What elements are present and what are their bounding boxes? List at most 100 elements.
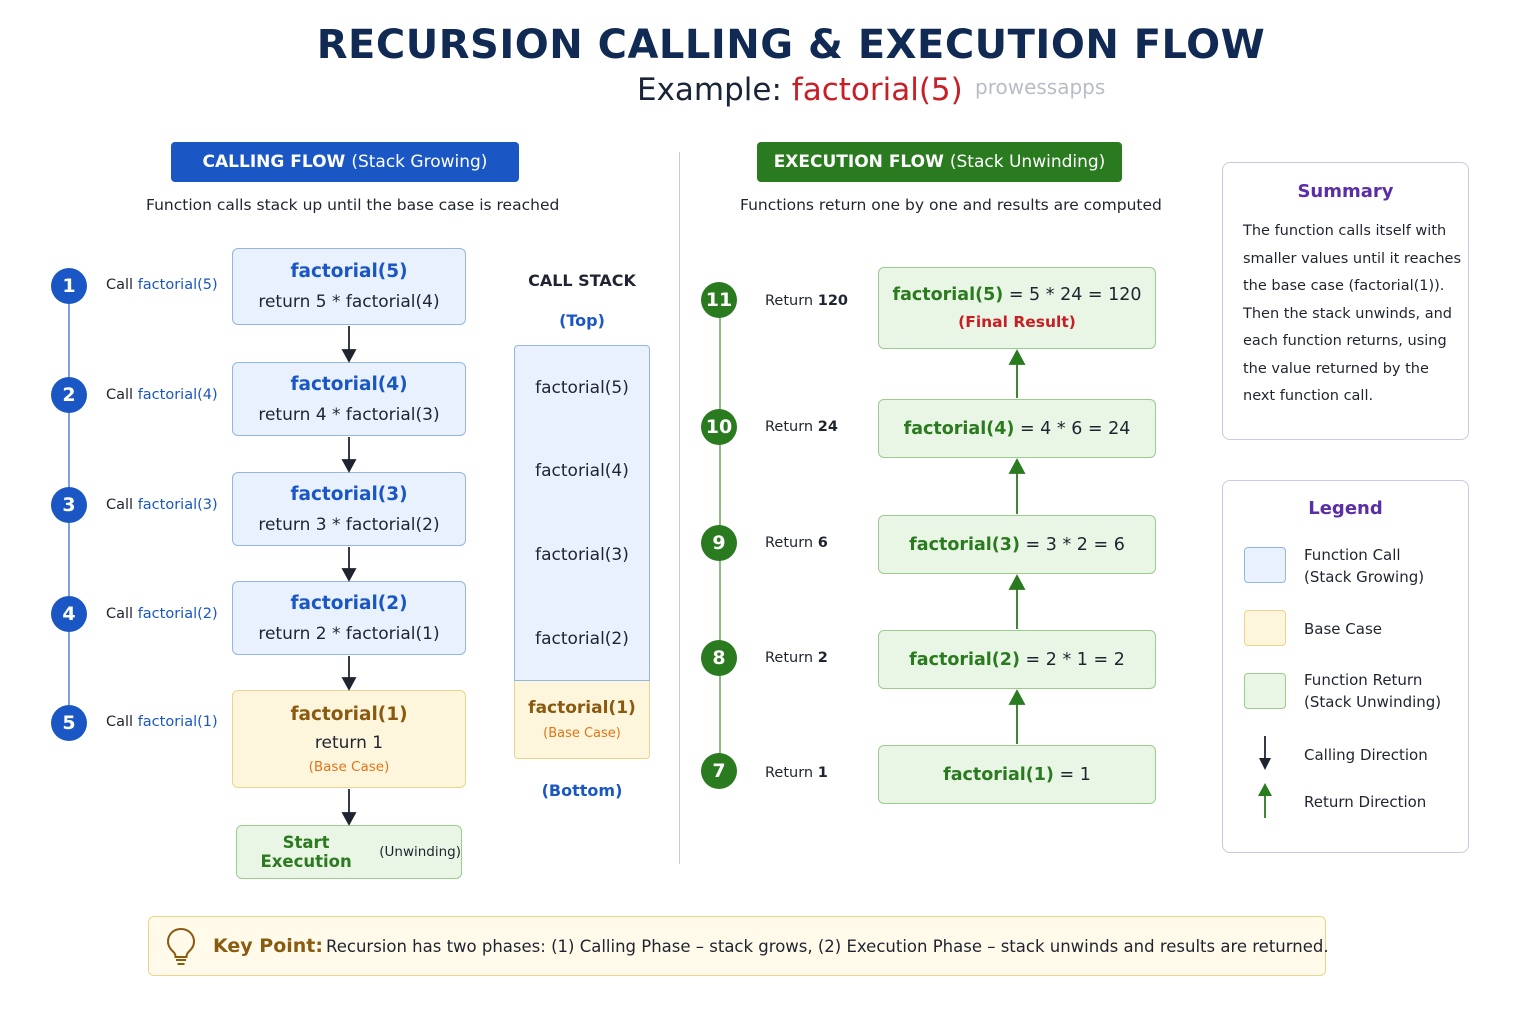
down-arrow-head xyxy=(341,812,357,826)
return-fn: factorial(4) xyxy=(903,418,1015,439)
down-arrow-head xyxy=(341,459,357,473)
call-label: Call factorial(2) xyxy=(106,606,218,622)
summary-line: next function call. xyxy=(1243,388,1374,404)
execution-flow-header-label: EXECUTION FLOW xyxy=(773,152,944,172)
return-expression: factorial(3) = 3 * 2 = 6 xyxy=(909,535,1125,555)
step-circle: 8 xyxy=(701,640,737,676)
call-stack-top-label: (Top) xyxy=(559,311,605,330)
legend-direction-arrows xyxy=(1258,736,1272,818)
base-case-box: factorial(1) return 1 (Base Case) xyxy=(232,690,466,788)
return-label: Return 2 xyxy=(765,650,828,666)
legend-calling-direction: Calling Direction xyxy=(1304,746,1428,764)
return-label: Return 6 xyxy=(765,535,828,551)
up-arrow-head xyxy=(1008,574,1026,590)
step-circle: 10 xyxy=(701,409,737,445)
call-prefix: Call xyxy=(106,606,134,622)
return-label: Return 1 xyxy=(765,765,828,781)
return-prefix: Return xyxy=(765,535,814,551)
stack-frame: factorial(3) xyxy=(514,513,650,598)
down-arrow-head xyxy=(341,349,357,363)
section-divider xyxy=(679,152,680,864)
key-point-text: Recursion has two phases: (1) Calling Ph… xyxy=(326,937,1329,956)
step-circle: 11 xyxy=(701,282,737,318)
call-box-name: factorial(5) xyxy=(290,261,408,282)
stack-base-name: factorial(1) xyxy=(528,698,636,718)
call-box: factorial(4) return 4 * factorial(3) xyxy=(232,362,466,436)
step-circle: 3 xyxy=(51,487,87,523)
step-circle: 2 xyxy=(51,377,87,413)
summary-panel xyxy=(1222,162,1469,440)
call-label: Call factorial(4) xyxy=(106,387,218,403)
legend-label: Function Call xyxy=(1304,546,1401,564)
call-box-return: return 3 * factorial(2) xyxy=(258,514,440,535)
return-prefix: Return xyxy=(765,765,814,781)
call-fn: factorial(1) xyxy=(137,714,218,730)
legend-call-text: Function Call (Stack Growing) xyxy=(1304,544,1424,588)
calling-flow-subtitle: Function calls stack up until the base c… xyxy=(146,196,560,214)
call-fn: factorial(3) xyxy=(137,497,218,513)
call-box-return: return 2 * factorial(1) xyxy=(258,623,440,644)
call-prefix: Call xyxy=(106,497,134,513)
return-box: factorial(1) = 1 xyxy=(878,745,1156,804)
key-point-banner xyxy=(148,916,1326,976)
step-circle: 5 xyxy=(51,705,87,741)
call-prefix: Call xyxy=(106,277,134,293)
return-box: factorial(3) = 3 * 2 = 6 xyxy=(878,515,1156,574)
up-arrow-head xyxy=(1008,349,1026,365)
return-expr: = 5 * 24 = 120 xyxy=(1003,285,1142,305)
return-expression: factorial(2) = 2 * 1 = 2 xyxy=(909,650,1125,670)
summary-text: The function calls itself with smaller v… xyxy=(1243,218,1463,411)
calling-flow-header: CALLING FLOW (Stack Growing) xyxy=(171,142,519,182)
legend-label: (Stack Growing) xyxy=(1304,568,1425,586)
legend-return-text: Function Return (Stack Unwinding) xyxy=(1304,669,1441,713)
call-stack-bottom-label: (Bottom) xyxy=(541,781,623,800)
call-prefix: Call xyxy=(106,714,134,730)
call-prefix: Call xyxy=(106,387,134,403)
call-label: Call factorial(5) xyxy=(106,277,218,293)
return-expression: factorial(1) = 1 xyxy=(943,765,1091,785)
summary-line: The function calls itself with xyxy=(1243,223,1447,239)
return-box: factorial(4) = 4 * 6 = 24 xyxy=(878,399,1156,458)
legend-swatch-call xyxy=(1244,547,1286,583)
stack-base-tag: (Base Case) xyxy=(543,726,621,741)
return-prefix: Return xyxy=(765,419,814,435)
subtitle-prefix: Example: xyxy=(637,72,782,108)
return-value: 24 xyxy=(817,419,838,435)
step-circle: 7 xyxy=(701,753,737,789)
call-box-name: factorial(4) xyxy=(290,373,408,395)
return-expression: factorial(5) = 5 * 24 = 120 xyxy=(892,285,1141,305)
return-label: Return 120 xyxy=(765,293,848,309)
summary-line: Then the stack unwinds, and xyxy=(1243,305,1452,322)
final-result-tag: (Final Result) xyxy=(958,313,1076,331)
execution-flow-subtitle: Functions return one by one and results … xyxy=(740,196,1162,214)
subtitle-function: factorial(5) xyxy=(791,72,963,108)
execution-flow-header-paren: (Stack Unwinding) xyxy=(949,152,1106,172)
return-value: 120 xyxy=(817,293,849,309)
return-fn: factorial(5) xyxy=(892,285,1004,305)
up-arrow-head xyxy=(1008,458,1026,474)
call-stack-title: CALL STACK xyxy=(528,271,636,290)
return-value: 6 xyxy=(817,535,828,551)
calling-flow-header-label: CALLING FLOW xyxy=(202,152,346,172)
summary-line: smaller values until it reaches xyxy=(1243,250,1462,267)
stack-frame: factorial(4) xyxy=(514,429,650,514)
stack-frame: factorial(2) xyxy=(514,597,650,681)
summary-title: Summary xyxy=(1297,181,1394,202)
return-fn: factorial(3) xyxy=(909,534,1020,555)
base-case-name: factorial(1) xyxy=(290,703,408,725)
call-fn: factorial(4) xyxy=(137,387,218,403)
return-prefix: Return xyxy=(765,650,814,666)
legend-swatch-base xyxy=(1244,610,1286,646)
summary-line: each function returns, using xyxy=(1243,333,1447,349)
call-box-return: return 4 * factorial(3) xyxy=(258,404,440,425)
legend-label: (Stack Unwinding) xyxy=(1304,693,1442,711)
return-expr: = 4 * 6 = 24 xyxy=(1014,418,1131,439)
call-label: Call factorial(3) xyxy=(106,497,218,513)
down-arrow-head xyxy=(341,677,357,691)
legend-return-direction: Return Direction xyxy=(1304,793,1427,811)
return-value: 1 xyxy=(817,765,828,781)
base-case-return: return 1 xyxy=(314,732,384,753)
summary-line: the value returned by the xyxy=(1243,360,1429,377)
stack-frame-base: factorial(1) (Base Case) xyxy=(514,681,650,759)
call-box-name: factorial(3) xyxy=(290,483,408,505)
